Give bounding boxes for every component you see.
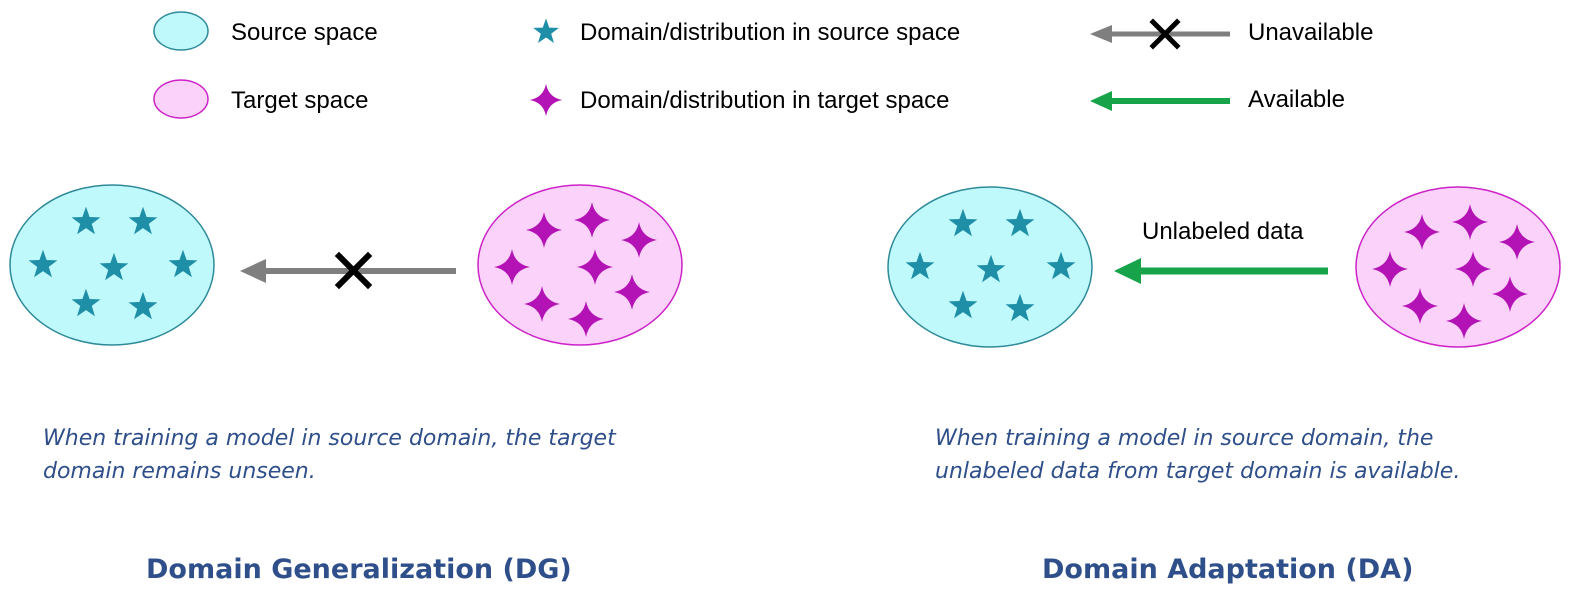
- legend-source-space-label: Source space: [231, 19, 378, 46]
- legend-unavailable-arrow-icon: [1090, 18, 1230, 50]
- da-source-space: [887, 186, 1093, 348]
- legend-source-domain-label: Domain/distribution in source space: [580, 19, 960, 46]
- legend: Source space Target space Domain/distrib…: [153, 11, 1373, 119]
- da-target-space: [1355, 186, 1561, 348]
- dg-title: Domain Generalization (DG): [146, 554, 572, 585]
- dg-panel: [9, 184, 683, 346]
- legend-target-domain-label: Domain/distribution in target space: [580, 87, 950, 114]
- da-panel: Unlabeled data: [887, 186, 1561, 348]
- legend-unavailable-label: Unavailable: [1248, 19, 1373, 46]
- dg-caption: When training a model in source domain, …: [43, 422, 616, 488]
- dg-unavailable-arrow: [240, 251, 456, 290]
- dg-caption-line: When training a model in source domain, …: [43, 426, 616, 451]
- legend-target-space-label: Target space: [231, 87, 368, 114]
- da-available-arrow: [1114, 258, 1328, 284]
- da-arrow-label: Unlabeled data: [1142, 218, 1304, 245]
- da-caption-line: When training a model in source domain, …: [935, 426, 1434, 451]
- dg-target-space: [477, 184, 683, 346]
- dg-caption-line: domain remains unseen.: [43, 459, 316, 484]
- legend-source-star-icon: [533, 18, 559, 43]
- legend-available-label: Available: [1248, 86, 1345, 113]
- legend-source-space-swatch: [153, 11, 209, 51]
- da-caption: When training a model in source domain, …: [935, 422, 1460, 488]
- da-title: Domain Adaptation (DA): [1042, 554, 1414, 585]
- legend-target-space-swatch: [153, 79, 209, 119]
- legend-target-star-icon: [529, 83, 563, 117]
- dg-source-space: [9, 184, 215, 346]
- da-caption-line: unlabeled data from target domain is ava…: [935, 459, 1461, 484]
- legend-available-arrow-icon: [1090, 91, 1230, 111]
- dg-cross-icon: [334, 251, 373, 290]
